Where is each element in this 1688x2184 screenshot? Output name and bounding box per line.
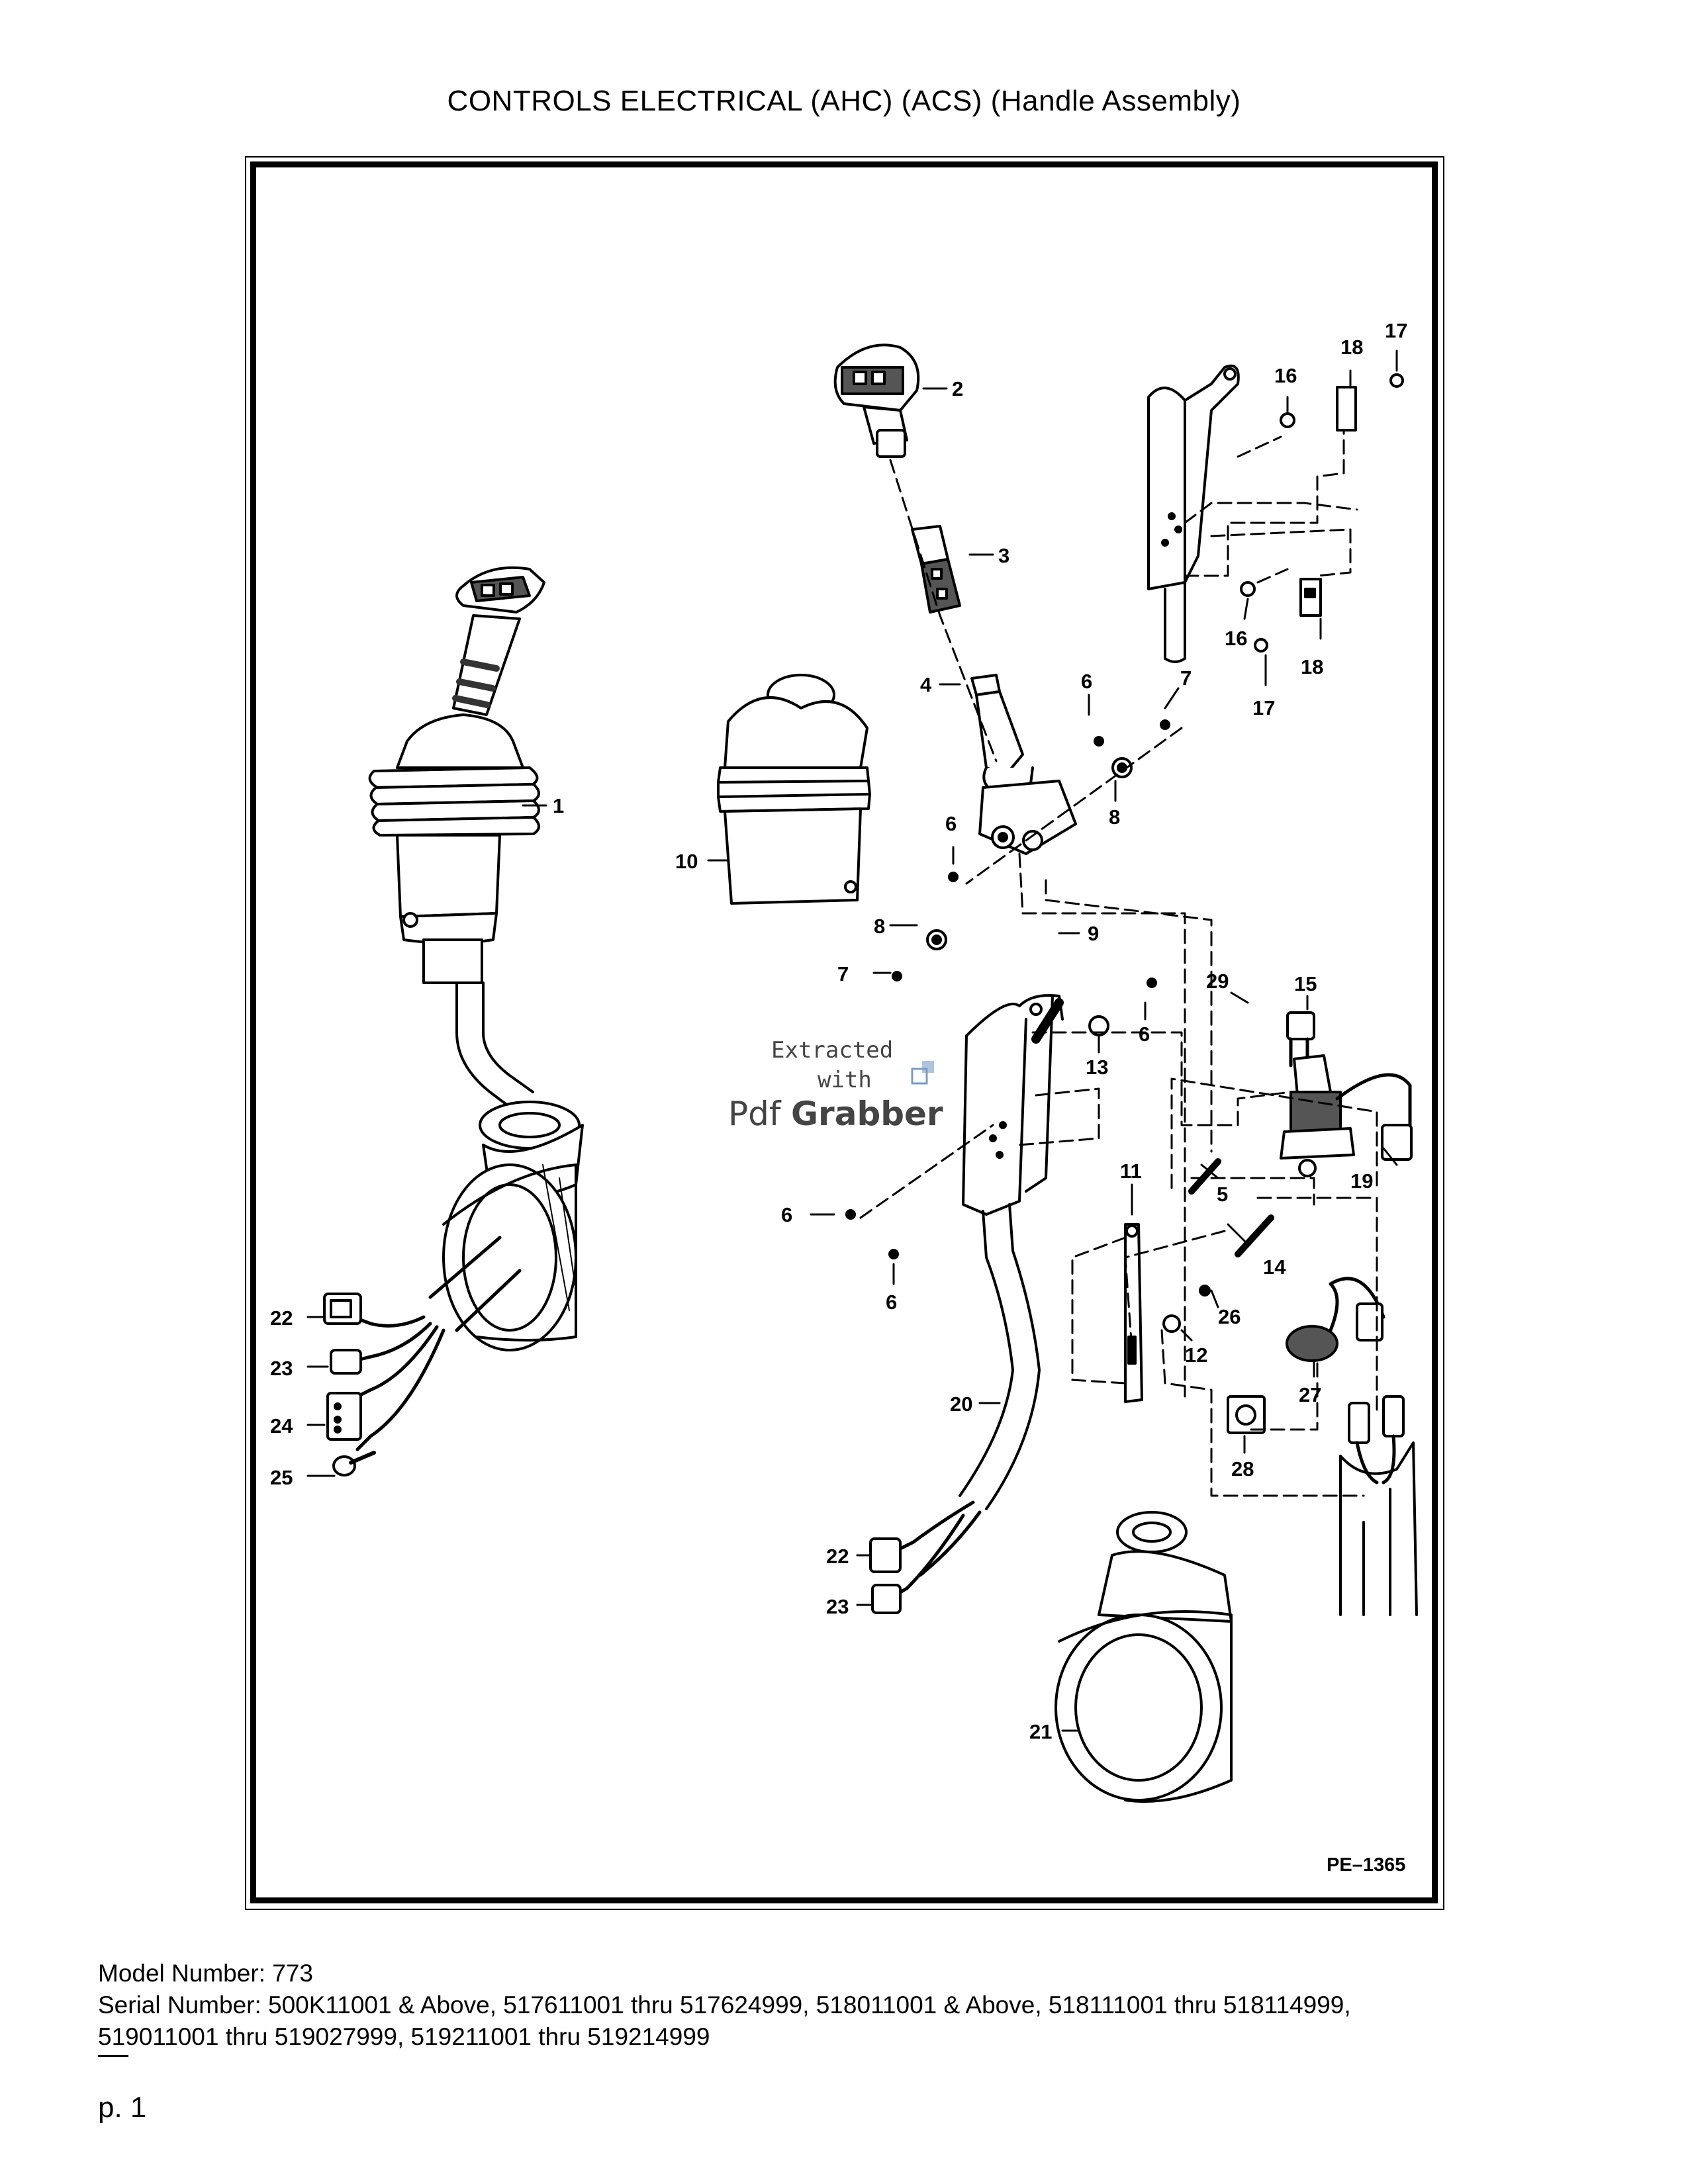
callout-16-a: 16 <box>1274 364 1297 387</box>
model-number: Model Number: 773 <box>98 1960 313 1987</box>
callout-24: 24 <box>270 1414 293 1437</box>
callout-13: 13 <box>1086 1056 1108 1079</box>
callout-18-b: 18 <box>1301 655 1323 678</box>
callout-28: 28 <box>1231 1457 1254 1480</box>
diagram-frame <box>250 161 1438 1903</box>
callout-6-b: 6 <box>945 812 957 835</box>
page-divider <box>98 2055 128 2057</box>
strap-11 <box>1124 1223 1143 1403</box>
callout-7-a: 7 <box>1180 666 1192 690</box>
callout-23-b: 23 <box>826 1595 849 1618</box>
callout-10: 10 <box>675 850 698 873</box>
watermark-line-2: with <box>818 1067 872 1093</box>
callout-23-a: 23 <box>270 1357 293 1380</box>
diagram-frame-outer <box>245 156 1444 1910</box>
callout-6-c: 6 <box>1139 1023 1150 1046</box>
callout-22-a: 22 <box>270 1306 293 1330</box>
callout-6-e: 6 <box>886 1291 897 1314</box>
callout-9: 9 <box>1088 922 1099 945</box>
watermark-line-1: Extracted <box>771 1037 893 1064</box>
boot-10 <box>717 674 871 905</box>
callout-15: 15 <box>1294 972 1317 995</box>
callout-26: 26 <box>1218 1305 1241 1328</box>
callout-14: 14 <box>1263 1255 1286 1279</box>
leader-lines <box>306 349 1398 1732</box>
page-number: p. 1 <box>98 2091 147 2124</box>
callout-4: 4 <box>920 673 932 696</box>
callout-1: 1 <box>553 794 564 817</box>
callout-3: 3 <box>998 544 1009 567</box>
boot-21 <box>1055 1511 1233 1803</box>
callout-17-b: 17 <box>1252 696 1275 719</box>
assembly-lines <box>859 429 1378 1497</box>
callout-19: 19 <box>1350 1169 1373 1193</box>
mounting-bracket <box>1147 364 1404 663</box>
callout-25: 25 <box>270 1466 293 1489</box>
watermark: Extracted with Pdf Grabber <box>728 1037 943 1133</box>
watermark-logo-icon <box>911 1061 934 1085</box>
footer: Model Number: 773 Serial Number: 500K110… <box>98 1958 1351 2053</box>
callout-20: 20 <box>950 1392 972 1416</box>
callout-2: 2 <box>952 377 963 400</box>
parts-diagram: 2 3 4 1 10 6 7 8 6 8 7 9 6 13 29 15 19 1… <box>270 319 1418 1876</box>
callout-8-b: 8 <box>874 915 885 938</box>
callout-21: 21 <box>1029 1720 1052 1743</box>
callout-6-a: 6 <box>1081 670 1092 693</box>
callout-27: 27 <box>1299 1383 1321 1406</box>
reference-code: PE–1365 <box>1327 1854 1405 1876</box>
handle-assembly-1 <box>323 566 584 1477</box>
lever-tube-20 <box>869 994 1064 1614</box>
serial-numbers-line-1: Serial Number: 500K11001 & Above, 517611… <box>98 1991 1351 2019</box>
callout-6-d: 6 <box>781 1203 792 1226</box>
sleeve-3 <box>911 525 961 614</box>
page-title: CONTROLS ELECTRICAL (AHC) (ACS) (Handle … <box>447 85 1241 117</box>
watermark-brand-b: Grabber <box>791 1095 943 1133</box>
callout-18-a: 18 <box>1340 336 1363 359</box>
callout-16-b: 16 <box>1225 627 1247 650</box>
callout-22-b: 22 <box>826 1545 849 1568</box>
lever-4 <box>970 674 1077 855</box>
switch-15 <box>1280 1011 1413 1177</box>
callout-7-b: 7 <box>837 962 849 985</box>
callout-29: 29 <box>1206 970 1229 993</box>
callout-17-a: 17 <box>1385 319 1407 342</box>
callout-5: 5 <box>1217 1183 1228 1206</box>
callout-12: 12 <box>1185 1343 1207 1367</box>
serial-numbers-line-2: 519011001 thru 519027999, 519211001 thru… <box>98 2023 710 2050</box>
grip-2 <box>833 343 920 458</box>
callout-8-a: 8 <box>1109 805 1120 829</box>
callout-11: 11 <box>1120 1160 1142 1183</box>
pressure-switch-27 <box>1227 1277 1418 1616</box>
watermark-brand-a: Pdf <box>728 1095 782 1133</box>
